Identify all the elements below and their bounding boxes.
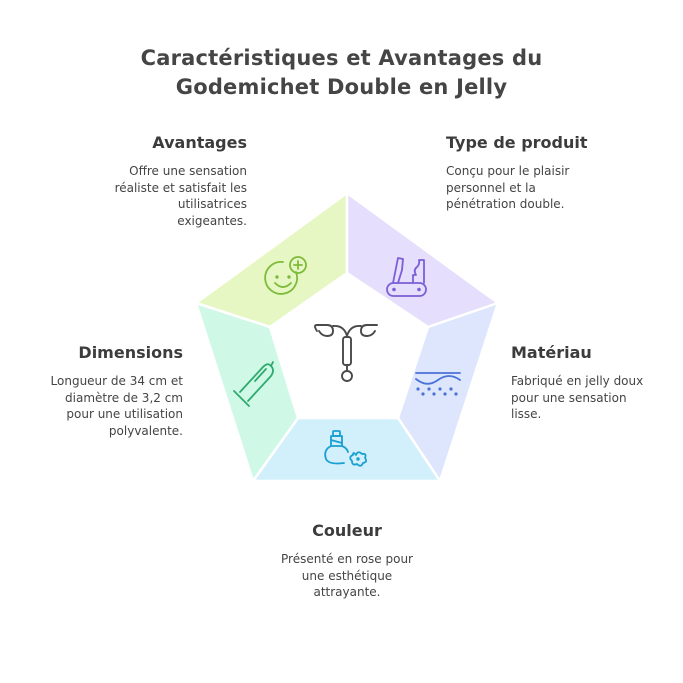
perfume-flower-icon <box>324 430 368 467</box>
desc-line: une esthétique <box>301 568 393 583</box>
description-avantages: Offre une sensation réaliste et satisfai… <box>60 163 247 229</box>
description-materiau: Fabriqué en jelly doux pour une sensatio… <box>511 373 676 423</box>
desc-line: Présenté en rose pour <box>281 552 413 566</box>
desc-line: Conçu pour le plaisir <box>446 164 570 178</box>
desc-line: diamètre de 3,2 cm <box>65 390 183 405</box>
block-materiau: Matériau Fabriqué en jelly doux pour une… <box>511 343 676 423</box>
block-avantages: Avantages Offre une sensation réaliste e… <box>60 133 247 229</box>
block-type-de-produit: Type de produit Conçu pour le plaisir pe… <box>446 133 646 213</box>
desc-line: lisse. <box>511 407 542 421</box>
skin-texture-icon <box>415 372 461 396</box>
desc-line: Longueur de 34 cm et <box>50 374 183 388</box>
heading-dimensions: Dimensions <box>78 343 183 362</box>
heading-avantages: Avantages <box>152 133 247 152</box>
desc-line: réaliste et satisfait les <box>114 180 247 195</box>
desc-line: pour une sensation <box>511 390 627 405</box>
desc-line: polyvalente. <box>108 423 183 438</box>
heading-couleur: Couleur <box>312 521 382 540</box>
desc-line: utilisatrices <box>177 197 247 211</box>
desc-line: exigeantes. <box>177 213 247 228</box>
description-dimensions: Longueur de 34 cm et diamètre de 3,2 cm … <box>8 373 183 439</box>
heading-type-de-produit: Type de produit <box>446 133 588 152</box>
desc-line: personnel et la <box>446 180 536 195</box>
diagram-title: Caractéristiques et Avantages du Godemic… <box>0 44 683 102</box>
condom-icon <box>233 361 274 407</box>
smiley-plus-icon <box>264 256 307 295</box>
swiss-knife-icon <box>386 257 427 297</box>
desc-line: attrayante. <box>313 585 381 599</box>
title-line-1: Caractéristiques et Avantages du <box>140 46 543 70</box>
center-pentagon <box>270 273 428 418</box>
iud-icon <box>314 324 378 382</box>
block-dimensions: Dimensions Longueur de 34 cm et diamètre… <box>8 343 183 439</box>
desc-line: pénétration double. <box>446 197 565 211</box>
description-type-de-produit: Conçu pour le plaisir personnel et la pé… <box>446 163 646 213</box>
desc-line: pour une utilisation <box>66 407 183 421</box>
title-line-2: Godemichet Double en Jelly <box>175 75 508 99</box>
desc-line: Offre une sensation <box>129 164 247 178</box>
heading-materiau: Matériau <box>511 343 592 362</box>
desc-line: Fabriqué en jelly doux <box>511 374 644 388</box>
block-couleur: Couleur Présenté en rose pour une esthét… <box>247 521 447 601</box>
description-couleur: Présenté en rose pour une esthétique att… <box>247 551 447 601</box>
